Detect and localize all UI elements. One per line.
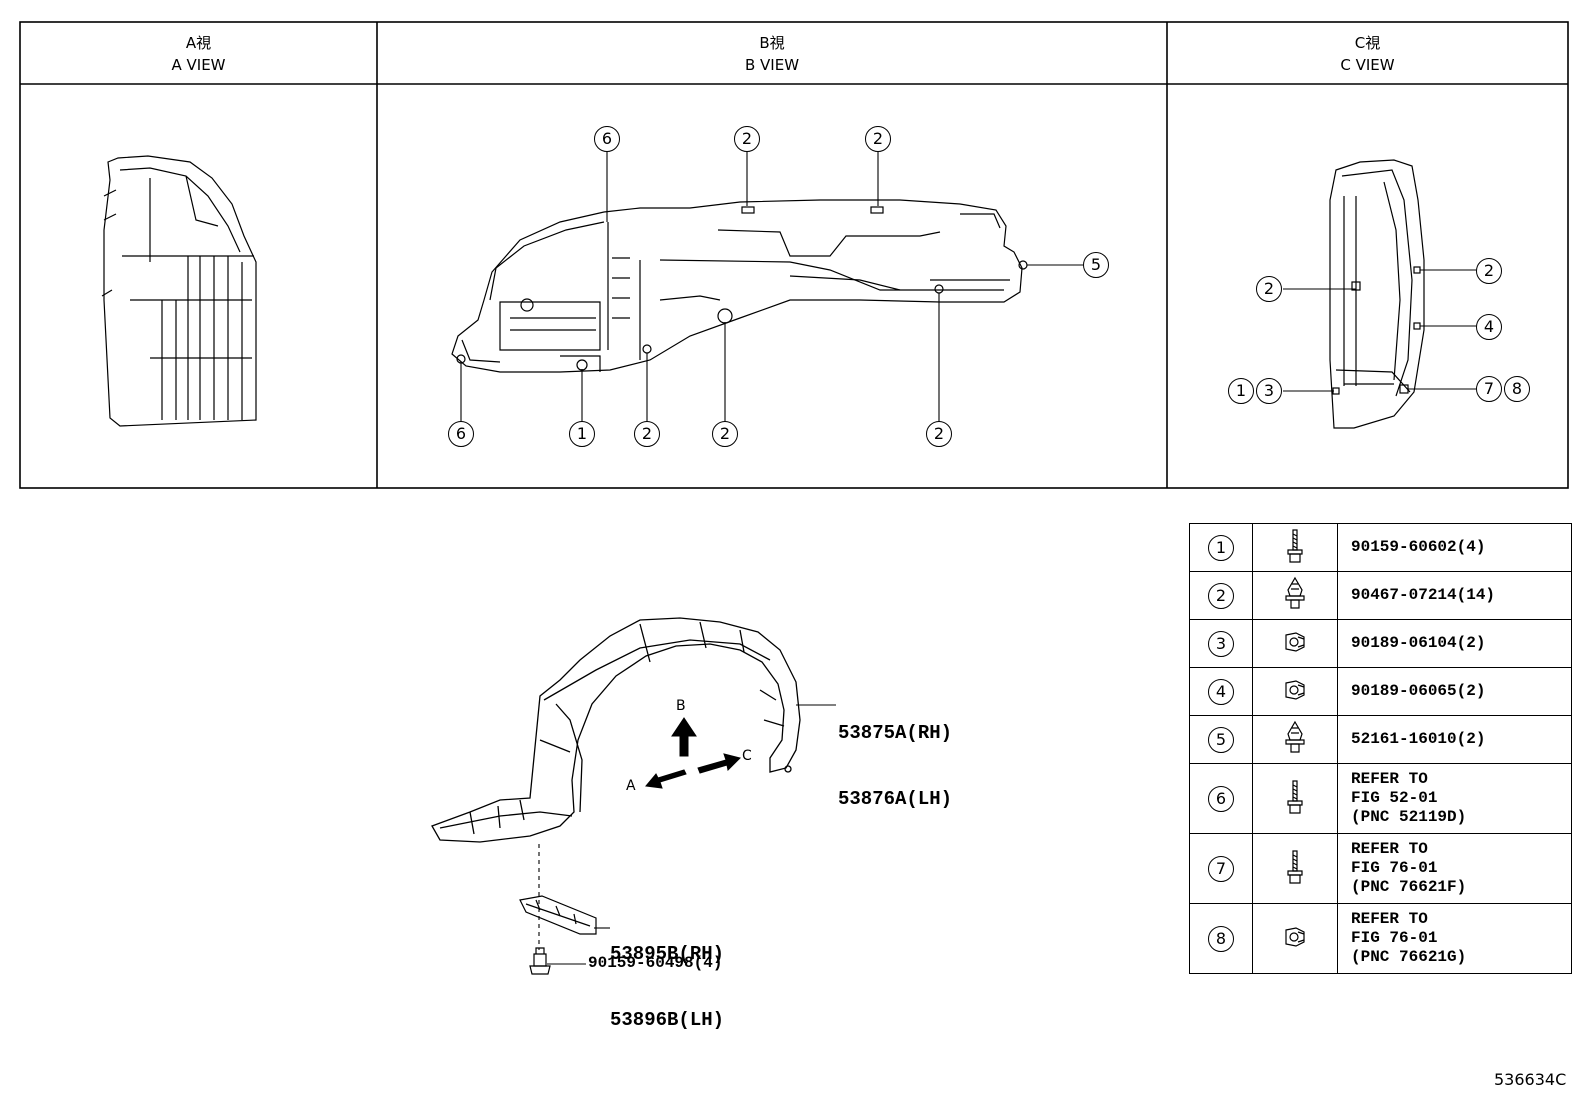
nut-icon — [1252, 619, 1338, 668]
legend-number: 6 — [1208, 785, 1234, 812]
legend-number: 5 — [1208, 726, 1234, 753]
legend-number-cell: 8 — [1189, 903, 1253, 974]
bolt-icon — [1252, 763, 1338, 834]
callout-2-c-right: 2 — [1476, 258, 1502, 284]
arrow-a — [645, 769, 687, 789]
callout-4-c: 4 — [1476, 314, 1502, 340]
direction-arrows — [645, 717, 741, 789]
legend-number: 8 — [1208, 925, 1234, 952]
callout-2-bottom-b: 2 — [712, 421, 738, 447]
seal-rh-label: 53895B(RH) — [610, 943, 725, 965]
legend-number-cell: 5 — [1189, 715, 1253, 764]
legend-part-number: 90189-06065(2) — [1337, 667, 1572, 716]
part-label-seal: 53895B(RH) 53896B(LH) — [610, 899, 724, 1053]
legend-part-number: REFER TO FIG 52-01 (PNC 52119D) — [1337, 763, 1572, 834]
arrow-label-c: C — [742, 748, 752, 764]
bolt-icon — [1252, 523, 1338, 572]
arrow-label-b: B — [676, 698, 686, 714]
liner-rh-label: 53875A(RH) — [838, 722, 953, 744]
legend-number-cell: 7 — [1189, 833, 1253, 904]
callout-7-c: 7 — [1476, 376, 1502, 402]
callout-1-b: 1 — [569, 421, 595, 447]
arrow-b — [671, 717, 697, 757]
seal-strip-drawing — [519, 895, 597, 935]
arrow-c — [697, 753, 741, 774]
callout-6-top: 6 — [594, 126, 620, 152]
legend-number: 4 — [1208, 678, 1234, 705]
part-label-liner: 53875A(RH) 53876A(LH) — [838, 678, 952, 832]
legend-number-cell: 1 — [1189, 523, 1253, 572]
legend-number-cell: 3 — [1189, 619, 1253, 668]
clip-icon — [1252, 571, 1338, 620]
bolt-drawing — [529, 947, 551, 975]
callout-6-bottom: 6 — [448, 421, 474, 447]
legend-number-cell: 2 — [1189, 571, 1253, 620]
clip-icon — [1252, 715, 1338, 764]
a-view-drawing — [101, 155, 257, 427]
legend-part-number: REFER TO FIG 76-01 (PNC 76621F) — [1337, 833, 1572, 904]
bolt-icon — [1252, 833, 1338, 904]
legend-number: 7 — [1208, 855, 1234, 882]
legend-row: 6 REFER TO FIG 52-01 (PNC 52119D) — [1189, 763, 1572, 834]
legend-number-cell: 6 — [1189, 763, 1253, 834]
legend-part-number: REFER TO FIG 76-01 (PNC 76621G) — [1337, 903, 1572, 974]
callout-1-c: 1 — [1228, 378, 1254, 404]
legend-row: 3 90189-06104(2) — [1189, 619, 1572, 668]
legend-number: 1 — [1208, 534, 1234, 561]
liner-lh-label: 53876A(LH) — [838, 788, 953, 810]
b-view-drawing — [451, 199, 1028, 373]
callout-3-c: 3 — [1256, 378, 1282, 404]
arrow-label-a: A — [626, 778, 636, 794]
legend-row: 2 90467-07214(14) — [1189, 571, 1572, 620]
nut-icon — [1252, 903, 1338, 974]
fender-liner-drawing — [431, 617, 801, 843]
legend-row: 1 90159-60602(4) — [1189, 523, 1572, 572]
callout-2-bottom-a: 2 — [634, 421, 660, 447]
c-view-drawing — [1329, 159, 1425, 429]
callout-2-bottom-c: 2 — [926, 421, 952, 447]
callout-2-top-a: 2 — [734, 126, 760, 152]
legend-number-cell: 4 — [1189, 667, 1253, 716]
nut-icon — [1252, 667, 1338, 716]
legend-number: 2 — [1208, 582, 1234, 609]
legend-row: 8 REFER TO FIG 76-01 (PNC 76621G) — [1189, 903, 1572, 974]
legend-part-number: 90159-60602(4) — [1337, 523, 1572, 572]
legend-number: 3 — [1208, 630, 1234, 657]
callout-5: 5 — [1083, 252, 1109, 278]
legend-row: 5 52161-16010(2) — [1189, 715, 1572, 764]
legend-part-number: 90189-06104(2) — [1337, 619, 1572, 668]
callout-2-top-b: 2 — [865, 126, 891, 152]
views-frame — [19, 21, 1569, 489]
legend-part-number: 90467-07214(14) — [1337, 571, 1572, 620]
legend-row: 4 90189-06065(2) — [1189, 667, 1572, 716]
callout-2-c-left: 2 — [1256, 276, 1282, 302]
legend-row: 7 REFER TO FIG 76-01 (PNC 76621F) — [1189, 833, 1572, 904]
legend-part-number: 52161-16010(2) — [1337, 715, 1572, 764]
seal-lh-label: 53896B(LH) — [610, 1009, 725, 1031]
fastener-legend-table: 1 90159-60602(4) 2 90467-07214(14) 3 90189-06… — [1189, 523, 1572, 974]
bolt-label: 90159-60498(4) — [588, 954, 723, 972]
figure-id: 536634C — [1494, 1070, 1567, 1089]
callout-8-c: 8 — [1504, 376, 1530, 402]
